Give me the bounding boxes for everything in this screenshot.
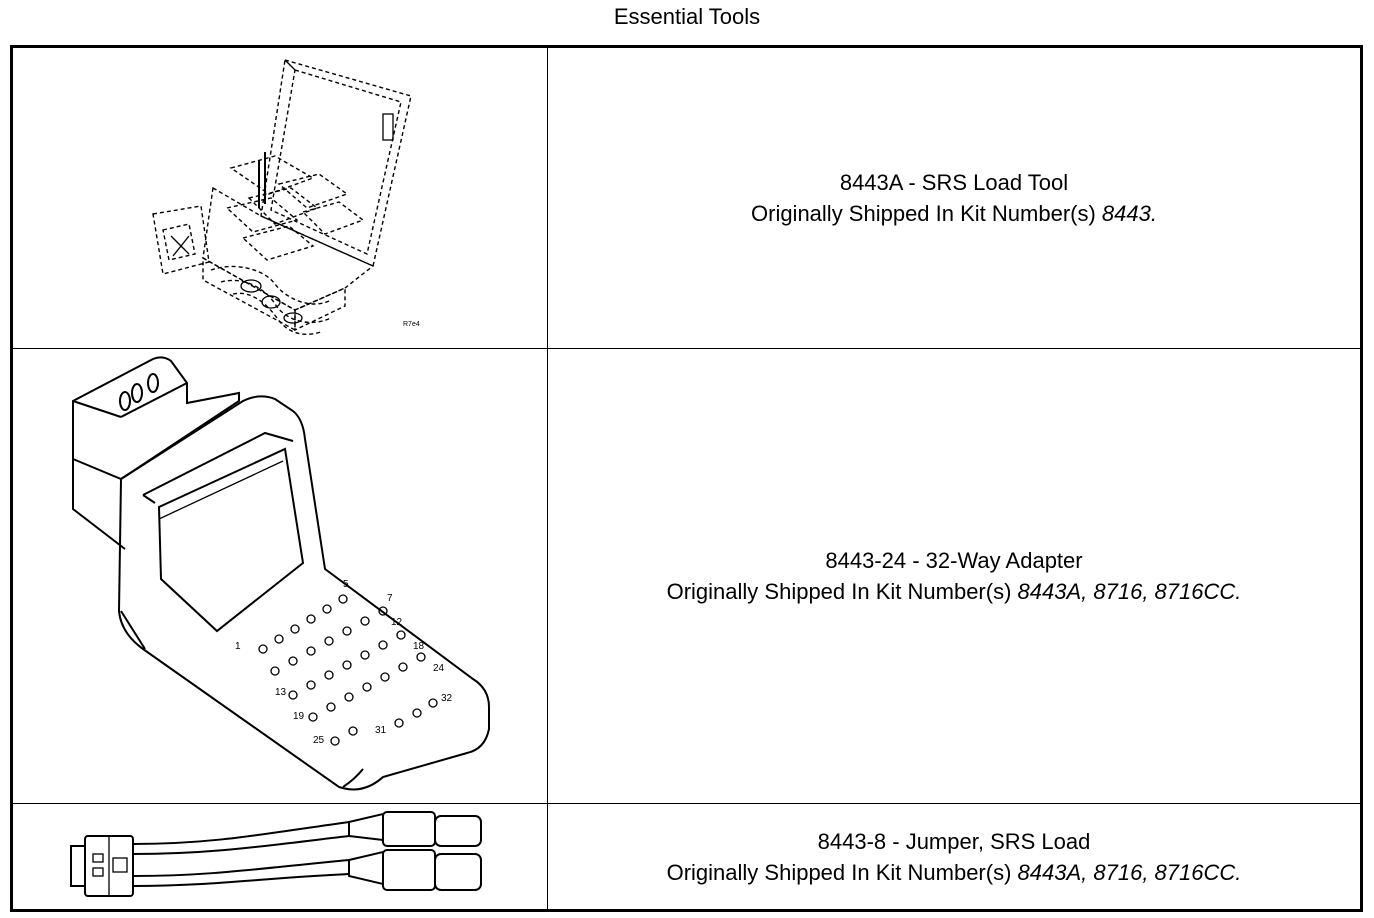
pin-label: 12 [391,617,403,628]
srs-load-jumper-illustration [13,804,548,909]
page-title: Essential Tools [613,4,761,29]
kit-info: Originally Shipped In Kit Number(s) 8443… [667,576,1242,607]
pin-label: 13 [275,687,287,698]
kit-suffix: . [1150,201,1157,226]
tool-name: 8443-8 - Jumper, SRS Load [817,828,1091,854]
kit-prefix: Originally Shipped In Kit Number(s) [751,201,1102,226]
32-way-adapter-description: 8443-24 - 32-Way Adapter Originally Ship… [548,349,1360,803]
pin-label: 5 [343,579,349,590]
kit-suffix: . [1235,579,1242,604]
srs-load-tool-illustration: R7e4 [13,48,548,348]
kit-info: Originally Shipped In Kit Number(s) 8443… [751,198,1157,229]
pin-label: 1 [235,641,241,652]
kit-numbers: 8443A, 8716, 8716CC [1017,859,1236,885]
srs-load-jumper-drawing [70,811,482,897]
kit-prefix: Originally Shipped In Kit Number(s) [666,859,1018,885]
kit-numbers: 8443 [1101,201,1151,226]
pin-label: 25 [313,735,325,746]
pin-label: 19 [293,711,305,722]
tool-row-srs-load-jumper: 8443-8 - Jumper, SRS Load Originally Shi… [13,804,1360,909]
srs-load-tool-description: 8443A - SRS Load Tool Originally Shipped… [548,48,1360,348]
pin-label: 31 [375,725,387,736]
pin-label: 7 [387,593,393,604]
kit-prefix: Originally Shipped In Kit Number(s) [666,579,1018,604]
tool-name: 8443-24 - 32-Way Adapter [825,548,1083,573]
32-way-adapter-drawing: 1 5 7 12 13 18 19 24 25 31 32 [72,356,490,791]
pin-label: 32 [441,693,453,704]
kit-numbers: 8443A, 8716, 8716CC [1017,579,1236,604]
pin-holes [258,594,438,746]
srs-load-jumper-description: 8443-8 - Jumper, SRS Load Originally Shi… [548,804,1360,909]
32-way-adapter-illustration: 1 5 7 12 13 18 19 24 25 31 32 [13,349,548,803]
pin-label: 24 [433,663,445,674]
pin-label: 18 [413,641,425,652]
srs-load-tool-drawing: R7e4 [152,59,420,336]
tool-name: 8443A - SRS Load Tool [839,170,1069,195]
tool-row-srs-load-tool: R7e4 8443A - SRS Load Tool Originally Sh… [13,48,1360,349]
tool-row-32-way-adapter: 1 5 7 12 13 18 19 24 25 31 32 8443-24 - … [13,349,1360,804]
tools-table: R7e4 8443A - SRS Load Tool Originally Sh… [10,45,1363,912]
kit-info: Originally Shipped In Kit Number(s) 8443… [667,857,1242,888]
figure-label: R7e4 [403,321,420,328]
kit-suffix: . [1235,859,1242,885]
